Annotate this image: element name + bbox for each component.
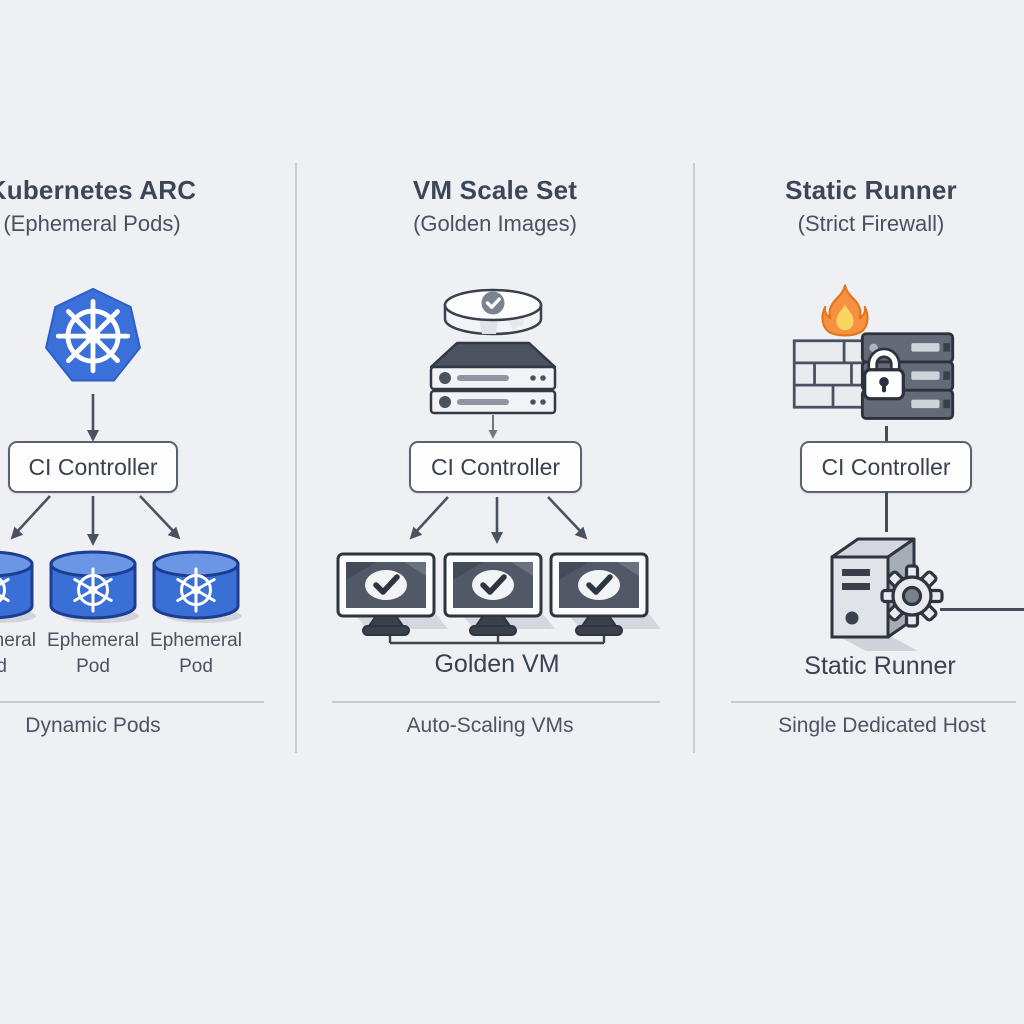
- flame-icon: [821, 284, 869, 337]
- arrow-diag-right-icon: [547, 496, 588, 540]
- column-subtitle: (Strict Firewall): [797, 211, 945, 236]
- ci-controller-box: CI Controller: [8, 441, 178, 493]
- server-rack-icon: [429, 341, 557, 415]
- arrow-down-icon: [87, 496, 99, 546]
- ci-controller-label: CI Controller: [28, 453, 158, 480]
- connector-line: [940, 608, 1024, 611]
- footer-label: Single Dedicated Host: [778, 714, 986, 737]
- ci-controller-label: CI Controller: [821, 453, 951, 480]
- footer-divider: [332, 701, 660, 703]
- static-runner-tower-icon: [830, 537, 944, 651]
- check-badge-icon: [481, 291, 505, 315]
- kubernetes-icon: [45, 287, 141, 382]
- column-title: Static Runner: [785, 175, 957, 205]
- pod-label: Ephemeral Pod: [150, 630, 242, 677]
- pod-label: Ephemeral Pod: [0, 630, 36, 677]
- column-subtitle: (Ephemeral Pods): [3, 211, 181, 236]
- arrow-down-icon: [87, 394, 99, 442]
- gear-icon: [880, 564, 944, 628]
- connector-line: [885, 492, 888, 532]
- host-label: Static Runner: [804, 652, 956, 680]
- column-separator-1: [295, 163, 297, 753]
- column-title: VM Scale Set: [412, 175, 578, 205]
- column-subtitle: (Golden Images): [413, 211, 577, 236]
- connector-line: [885, 426, 888, 442]
- footer-divider: [731, 701, 1016, 703]
- golden-image-disk-icon: [443, 288, 543, 336]
- arrow-diag-left-icon: [10, 495, 51, 540]
- arrow-down-small-icon: [488, 415, 498, 439]
- column-title: Kubernetes ARC: [0, 175, 197, 205]
- column-separator-2: [693, 163, 695, 753]
- firewall-brick-icon: [792, 339, 874, 409]
- ci-controller-label: CI Controller: [430, 453, 561, 480]
- ci-controller-box: CI Controller: [409, 441, 582, 493]
- ci-controller-box: CI Controller: [800, 441, 972, 493]
- group-bracket: [388, 630, 606, 645]
- group-label: Golden VM: [434, 650, 560, 678]
- helm-wheel-icon: [55, 299, 131, 374]
- arrow-diag-left-icon: [409, 496, 449, 540]
- arrow-diag-right-icon: [139, 495, 181, 540]
- padlock-icon: [863, 347, 905, 401]
- arrow-down-icon: [491, 497, 503, 544]
- pod-label: Ephemeral Pod: [47, 630, 139, 677]
- footer-label: Auto-Scaling VMs: [406, 714, 574, 737]
- footer-label: Dynamic Pods: [25, 714, 161, 737]
- footer-divider: [0, 701, 264, 703]
